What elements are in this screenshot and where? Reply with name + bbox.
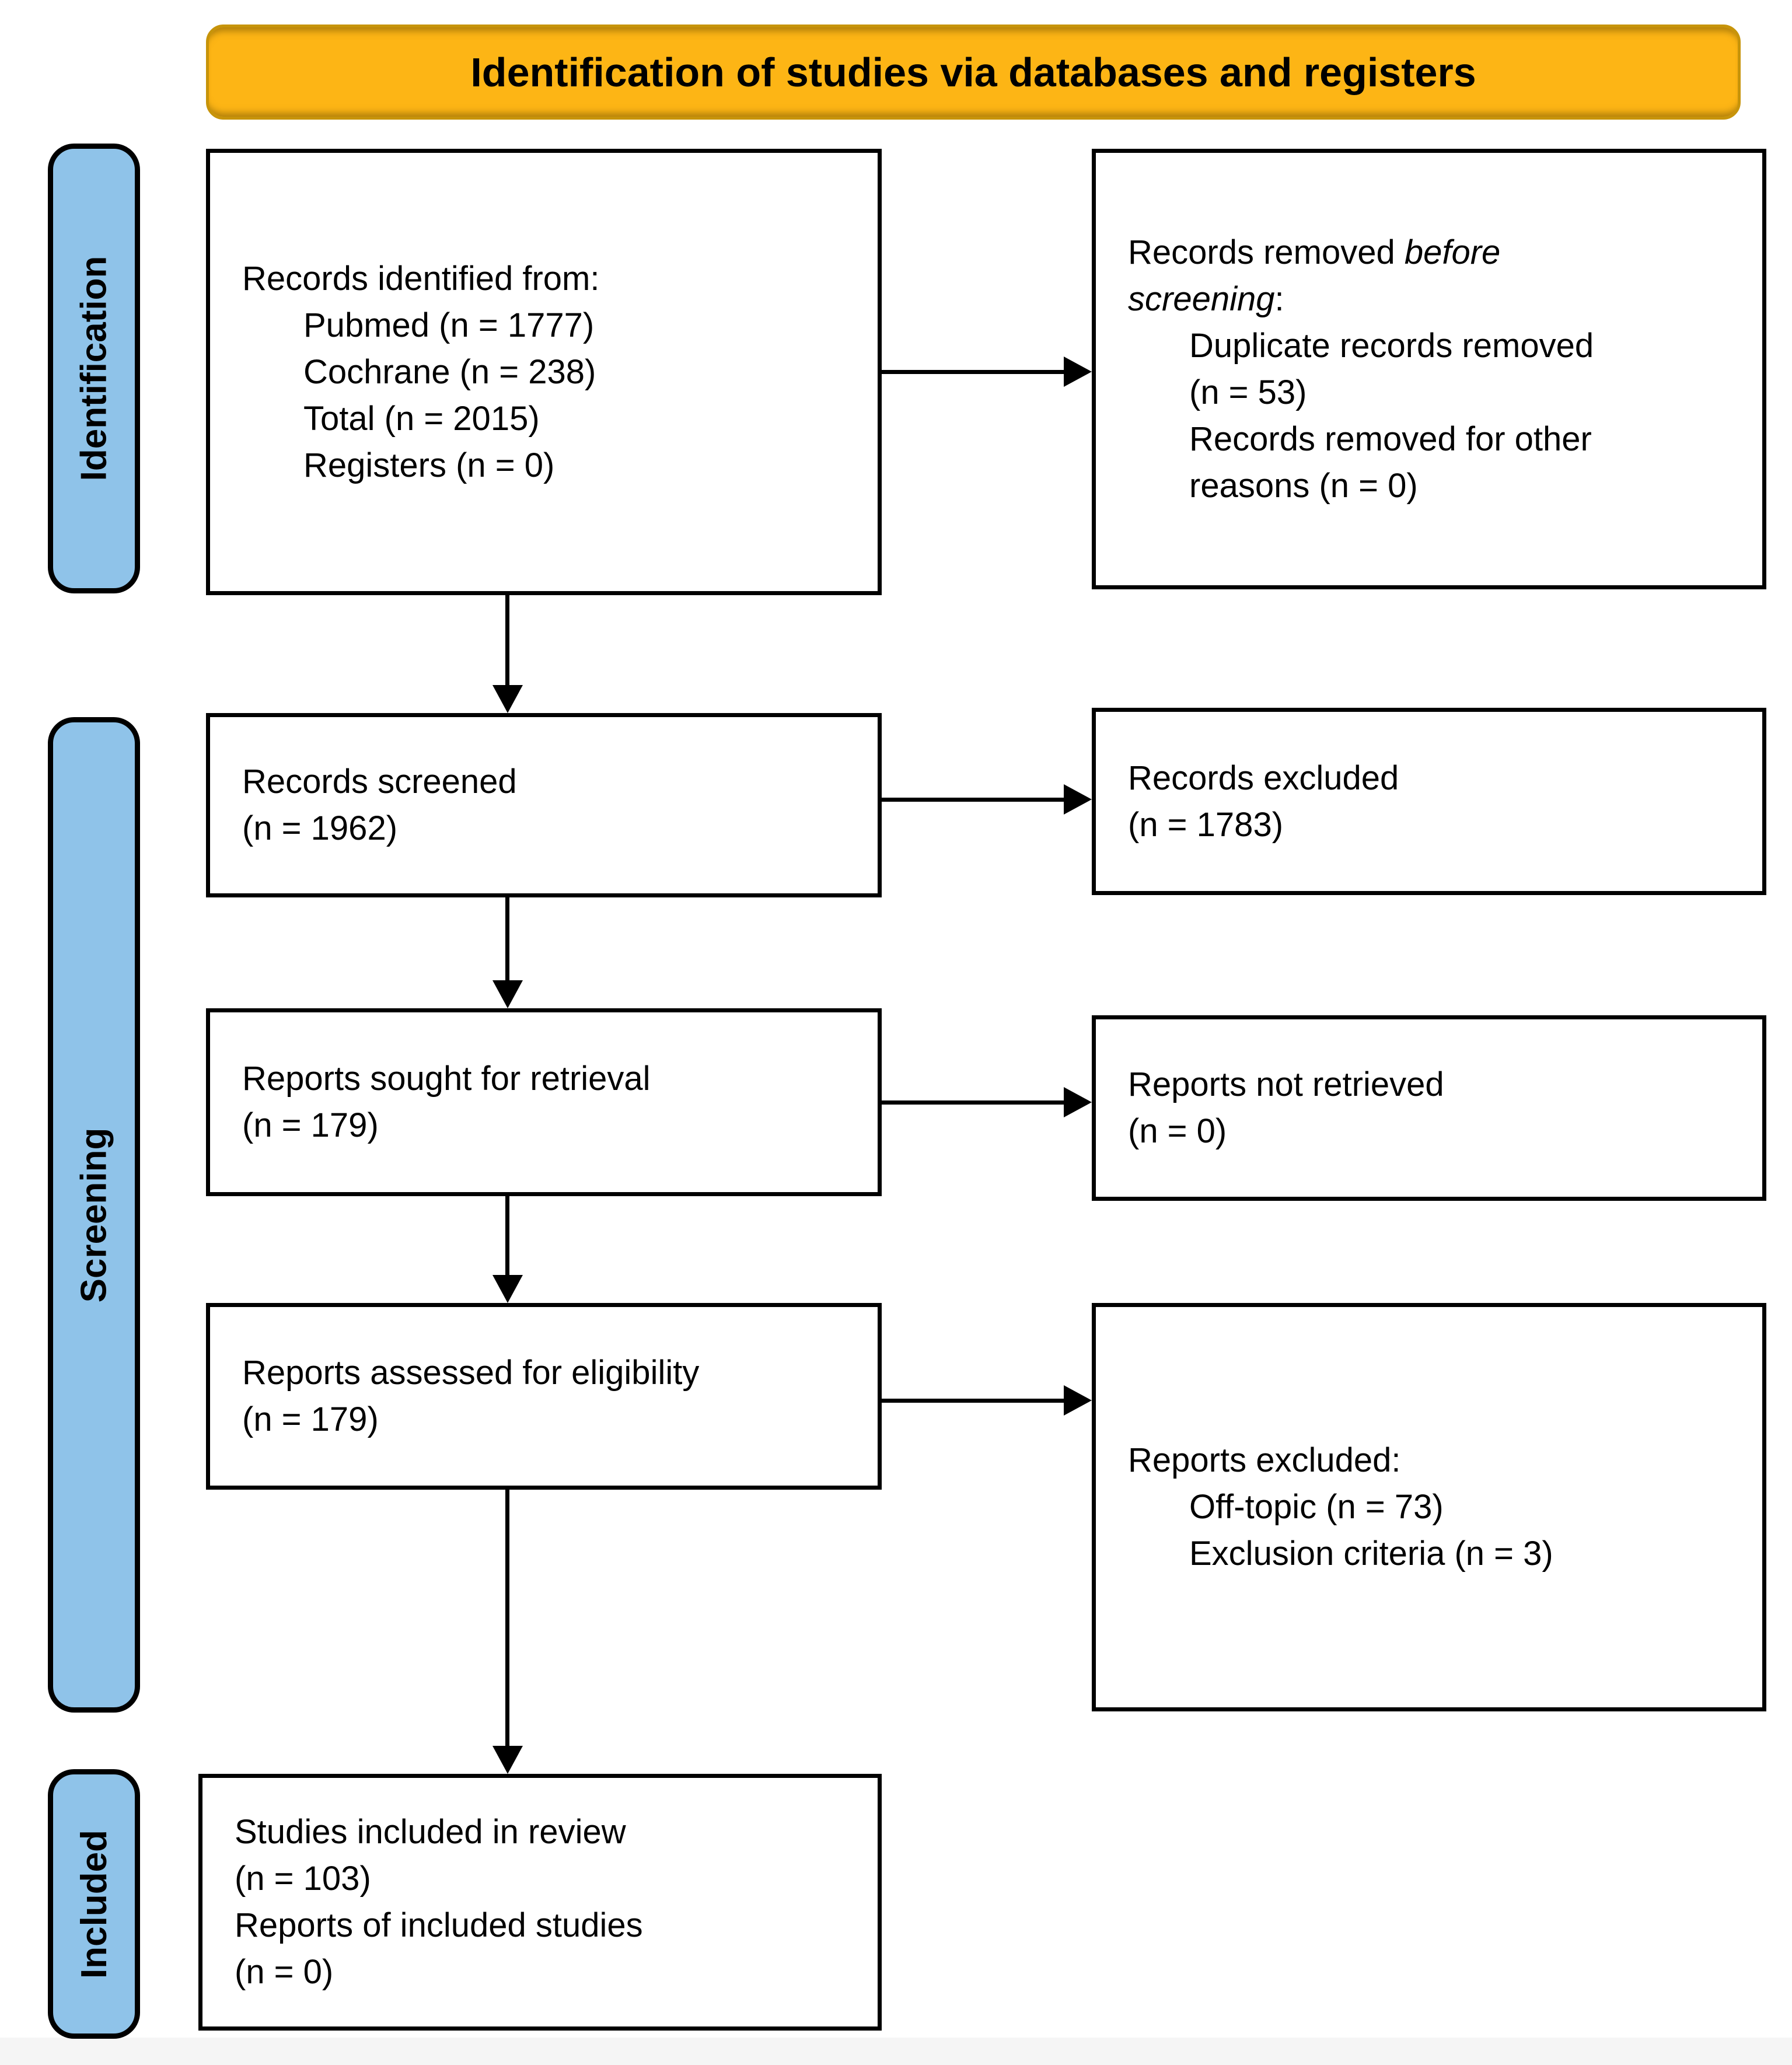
reports-included-count: (n = 0)	[235, 1953, 334, 1991]
other-reasons-line: Records removed for other	[1189, 420, 1592, 458]
arrow-sought-to-assessed-line	[505, 1196, 509, 1277]
records-identified-header: Records identified from:	[242, 259, 600, 298]
duplicates-removed-line: Duplicate records removed	[1189, 326, 1594, 365]
other-reasons-count: reasons (n = 0)	[1189, 466, 1418, 505]
arrow-assessed-to-excluded-line	[882, 1399, 1066, 1403]
reports-not-retrieved-label: Reports not retrieved	[1128, 1065, 1444, 1103]
stage-label-identification: Identification	[48, 144, 140, 593]
studies-included-label: Studies included in review	[235, 1813, 626, 1851]
arrow-screened-to-excluded-head	[1064, 784, 1092, 815]
arrow-assessed-to-excluded-head	[1064, 1385, 1092, 1416]
records-excluded-count: (n = 1783)	[1128, 805, 1284, 844]
arrow-identified-to-removed-line	[882, 370, 1066, 374]
duplicates-removed-count: (n = 53)	[1189, 373, 1307, 411]
records-identified-pubmed: Pubmed (n = 1777)	[303, 306, 595, 344]
records-identified-cochrane: Cochrane (n = 238)	[303, 352, 596, 391]
reports-included-label: Reports of included studies	[235, 1906, 643, 1944]
box-records-excluded: Records excluded (n = 1783)	[1092, 708, 1766, 895]
records-identified-registers: Registers (n = 0)	[303, 446, 555, 484]
reports-assessed-label: Reports assessed for eligibility	[242, 1354, 700, 1392]
title-banner: Identification of studies via databases …	[206, 25, 1741, 120]
records-removed-header-line1: Records removed before	[1128, 233, 1501, 271]
box-records-removed: Records removed before screening: Duplic…	[1092, 149, 1766, 589]
arrow-assessed-to-included-head	[492, 1746, 523, 1774]
stage-label-screening: Screening	[48, 717, 140, 1713]
arrow-identified-to-removed-head	[1064, 357, 1092, 387]
reports-excluded-header: Reports excluded:	[1128, 1441, 1401, 1479]
arrow-screened-to-excluded-line	[882, 798, 1066, 802]
box-records-screened: Records screened (n = 1962)	[206, 713, 882, 897]
reports-sought-count: (n = 179)	[242, 1106, 379, 1144]
arrow-identified-to-screened-head	[492, 685, 523, 713]
records-screened-count: (n = 1962)	[242, 809, 398, 847]
stage-label-included: Included	[48, 1769, 140, 2039]
studies-included-count: (n = 103)	[235, 1860, 371, 1898]
arrow-screened-to-sought-line	[505, 897, 509, 982]
arrow-identified-to-screened-line	[505, 595, 509, 687]
box-reports-not-retrieved: Reports not retrieved (n = 0)	[1092, 1015, 1766, 1201]
arrow-sought-to-notretrieved-head	[1064, 1087, 1092, 1117]
title-banner-text: Identification of studies via databases …	[470, 49, 1476, 95]
arrow-sought-to-notretrieved-line	[882, 1100, 1066, 1105]
arrow-screened-to-sought-head	[492, 980, 523, 1008]
records-removed-header-line2: screening:	[1128, 279, 1284, 318]
box-studies-included: Studies included in review (n = 103) Rep…	[198, 1774, 882, 2031]
records-identified-total: Total (n = 2015)	[303, 399, 540, 438]
box-reports-excluded: Reports excluded: Off-topic (n = 73) Exc…	[1092, 1303, 1766, 1711]
box-records-identified: Records identified from: Pubmed (n = 177…	[206, 149, 882, 595]
box-reports-assessed: Reports assessed for eligibility (n = 17…	[206, 1303, 882, 1490]
reports-excluded-offtopic: Off-topic (n = 73)	[1189, 1488, 1444, 1526]
arrow-assessed-to-included-line	[505, 1490, 509, 1748]
reports-not-retrieved-count: (n = 0)	[1128, 1112, 1227, 1150]
box-reports-sought: Reports sought for retrieval (n = 179)	[206, 1008, 882, 1196]
records-excluded-label: Records excluded	[1128, 759, 1399, 797]
records-screened-label: Records screened	[242, 763, 517, 801]
reports-sought-label: Reports sought for retrieval	[242, 1060, 651, 1098]
reports-excluded-criteria: Exclusion criteria (n = 3)	[1189, 1535, 1553, 1573]
reports-assessed-count: (n = 179)	[242, 1400, 379, 1438]
arrow-sought-to-assessed-head	[492, 1275, 523, 1303]
page-bottom-strip	[0, 2038, 1792, 2065]
